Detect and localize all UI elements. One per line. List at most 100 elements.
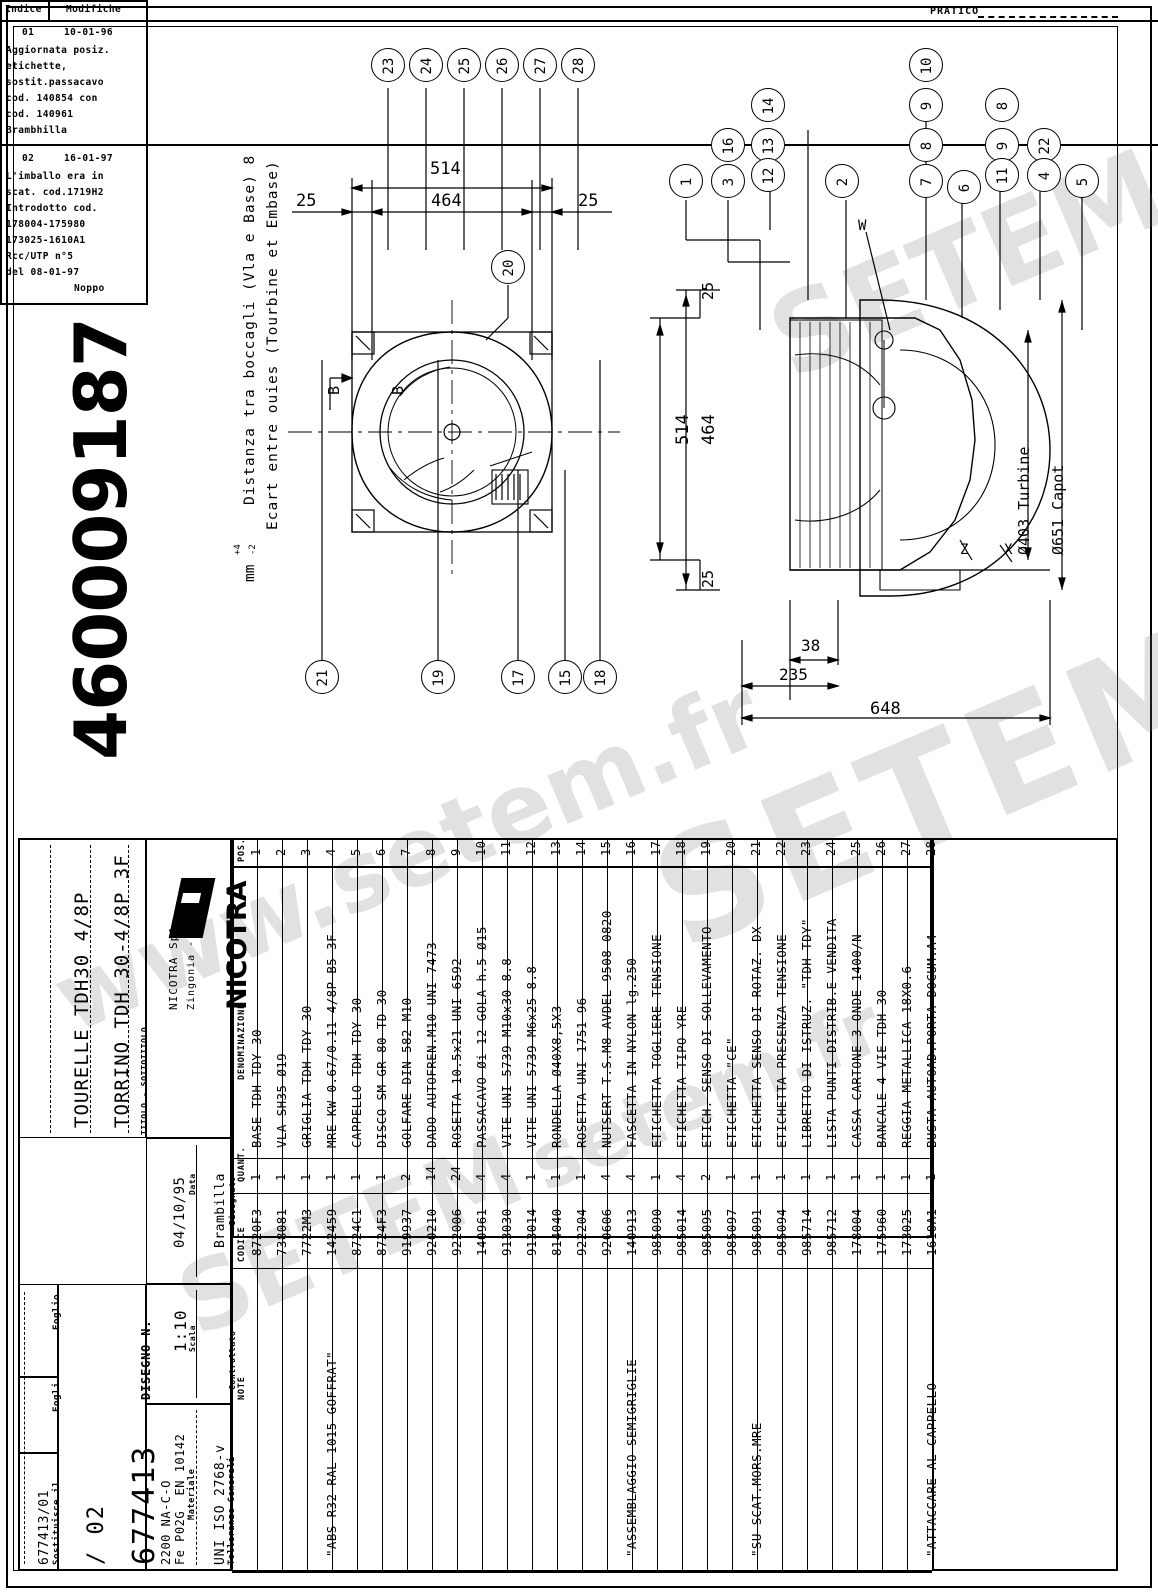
sheet-inner-frame	[13, 26, 1118, 1571]
bom-table-row[interactable]	[857, 838, 882, 1571]
bom-table-row[interactable]	[682, 838, 707, 1571]
balloon-27[interactable]: 27	[523, 48, 557, 82]
balloon-13[interactable]: 13	[751, 128, 785, 162]
balloon-8[interactable]: 8	[909, 128, 943, 162]
company-location: Zingonia - BG	[186, 918, 197, 1010]
balloon-label: 25	[457, 57, 473, 75]
balloon-14[interactable]: 14	[751, 88, 785, 122]
bom-table-row[interactable]	[782, 838, 807, 1571]
bom-row-divider	[707, 838, 709, 1571]
balloon-11[interactable]: 11	[985, 158, 1019, 192]
bom-row-divider	[807, 838, 809, 1571]
balloon-24[interactable]: 24	[409, 48, 443, 82]
balloon-label: 21	[315, 669, 331, 687]
dim-dia-capot: Ø651 Capot	[1049, 464, 1067, 555]
dim-top-right-margin: 25	[578, 191, 599, 211]
logo-cell	[146, 838, 232, 1138]
bom-table-row[interactable]	[282, 838, 307, 1571]
balloon-4[interactable]: 4	[1027, 158, 1061, 192]
balloon-20[interactable]: 20	[491, 250, 525, 284]
bom-table-row[interactable]	[607, 838, 632, 1571]
revision-row-line-01-6: Brambhilla	[6, 125, 68, 136]
bom-table-row[interactable]	[882, 838, 907, 1571]
balloon-16[interactable]: 16	[711, 128, 745, 162]
bom-table-row[interactable]	[907, 838, 932, 1571]
bom-row-divider	[232, 838, 234, 1571]
bom-row-divider	[382, 838, 384, 1571]
revision-row-line-01-5: cod. 140961	[6, 109, 74, 120]
bom-table-row[interactable]	[432, 838, 457, 1571]
balloon-9b[interactable]: 9	[985, 128, 1019, 162]
bom-row-divider	[907, 838, 909, 1571]
revision-row-line-02-2: scat. cod.1719H2	[6, 187, 104, 198]
bom-table-row[interactable]	[832, 838, 857, 1571]
bom-table-row[interactable]	[657, 838, 682, 1571]
dim-depth-small: 38	[801, 636, 821, 655]
disegno-n-cell	[58, 1284, 146, 1571]
revision-row-line-02-1: L'imballo era in	[6, 171, 104, 182]
balloon-6[interactable]: 6	[947, 170, 981, 204]
bom-table-row[interactable]	[257, 838, 282, 1571]
dim-depth-mid: 235	[779, 665, 808, 684]
bom-table-row[interactable]	[482, 838, 507, 1571]
bom-table-row[interactable]	[707, 838, 732, 1571]
balloon-25[interactable]: 25	[447, 48, 481, 82]
label-w: W	[858, 218, 867, 234]
balloon-label: 20	[501, 259, 517, 277]
bom-table-row[interactable]	[532, 838, 557, 1571]
balloon-label: 17	[511, 669, 527, 687]
balloon-26[interactable]: 26	[485, 48, 519, 82]
balloon-3[interactable]: 3	[711, 164, 745, 198]
dim-top-left-margin: 25	[296, 191, 317, 211]
bom-table-row[interactable]	[732, 838, 757, 1571]
bom-table-row[interactable]	[632, 838, 657, 1571]
balloon-5[interactable]: 5	[1065, 164, 1099, 198]
bom-table-row[interactable]	[357, 838, 382, 1571]
tolleranze-divider	[196, 1410, 197, 1565]
balloon-8b[interactable]: 8	[985, 88, 1019, 122]
balloon-2[interactable]: 2	[825, 164, 859, 198]
bom-table-row[interactable]	[382, 838, 407, 1571]
balloon-label: 24	[419, 57, 435, 75]
bom-table-row[interactable]	[332, 838, 357, 1571]
balloon-10[interactable]: 10	[909, 48, 943, 82]
bom-table-row[interactable]	[307, 838, 332, 1571]
balloon-label: 28	[571, 57, 587, 75]
balloon-28[interactable]: 28	[561, 48, 595, 82]
dim-top-inner: 464	[431, 191, 462, 211]
revision-block: Indice Modifiche 01 10-01-96 Aggiornata …	[0, 0, 1158, 305]
revision-row-line-01-4: cod. 140854 con	[6, 93, 98, 104]
tolleranze-label: Tolleranze Generali	[227, 1456, 237, 1565]
balloon-23[interactable]: 23	[371, 48, 405, 82]
balloon-18[interactable]: 18	[583, 660, 617, 694]
balloon-17[interactable]: 17	[501, 660, 535, 694]
balloon-15[interactable]: 15	[548, 660, 582, 694]
bom-table-row[interactable]	[407, 838, 432, 1571]
balloon-21[interactable]: 21	[305, 660, 339, 694]
revision-row-date-01: 10-01-96	[64, 27, 113, 38]
revision-header-index: Indice	[5, 4, 42, 15]
bom-table-row[interactable]	[557, 838, 582, 1571]
bom-table-row[interactable]	[507, 838, 532, 1571]
bom-table-row[interactable]	[807, 838, 832, 1571]
bom-table-row[interactable]	[757, 838, 782, 1571]
balloon-1[interactable]: 1	[669, 164, 703, 198]
nicotra-logo-text: NICOTRA	[222, 881, 253, 1010]
bom-row-divider	[482, 838, 484, 1571]
revision-row-line-02-4: 178004-175980	[6, 219, 86, 230]
bom-table-row[interactable]	[582, 838, 607, 1571]
foglio-sep-1	[18, 1376, 58, 1378]
balloon-7[interactable]: 7	[909, 164, 943, 198]
balloon-22[interactable]: 22	[1027, 128, 1061, 162]
revision-row-line-02-6: Rcc/UTP n°5	[6, 251, 74, 262]
balloon-12[interactable]: 12	[751, 158, 785, 192]
controllato-label: Controllato	[228, 1330, 237, 1390]
balloon-19[interactable]: 19	[421, 660, 455, 694]
foglio-value: / 02	[84, 1504, 109, 1565]
bom-table-row[interactable]	[457, 838, 482, 1571]
bom-header-denominazione: DENOMINAZIONE	[237, 1003, 247, 1080]
balloon-9[interactable]: 9	[909, 88, 943, 122]
disegnato-value: Brambilla	[213, 1173, 228, 1248]
balloon-label: 3	[721, 177, 737, 187]
